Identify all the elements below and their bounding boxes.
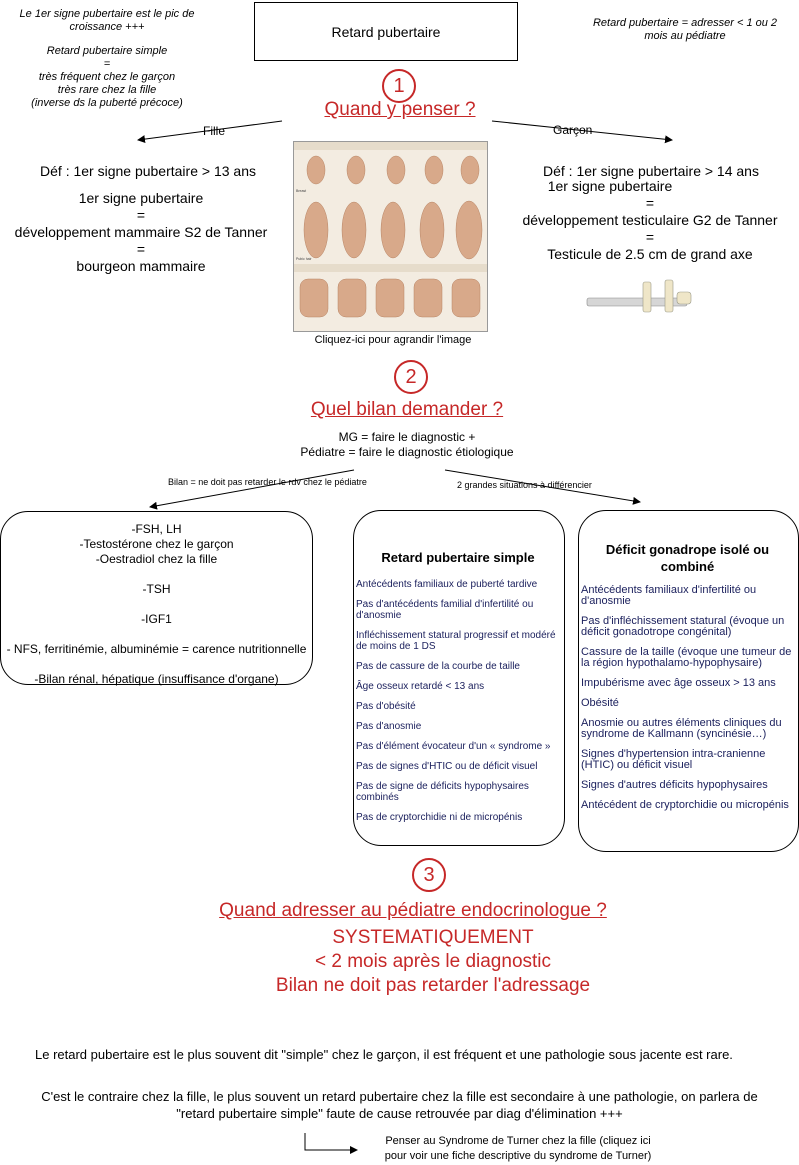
simple-item: Pas d'antécédents familial d'infertilité… xyxy=(356,599,534,621)
label-fille: Fille xyxy=(203,124,226,138)
bilan-item: - NFS, ferritinémie, albuminémie = caren… xyxy=(6,642,307,656)
footer-paragraph-1: Le retard pubertaire est le plus souvent… xyxy=(35,1047,733,1062)
step-number-1: 1 xyxy=(382,69,416,103)
simple-box: Retard pubertaire simple Antécédents fam… xyxy=(353,510,565,846)
left-note-line: très fréquent chez le garçon xyxy=(38,71,176,83)
tanner-illustration: Breast Pubic hair xyxy=(294,142,487,318)
simple-item: Pas de signes d'HTIC ou de déficit visue… xyxy=(356,761,538,772)
section3-lines: SYSTEMATIQUEMENT < 2 mois après le diagn… xyxy=(150,926,716,998)
bilan-item: -Oestradiol chez la fille xyxy=(95,552,218,566)
image-caption-link[interactable]: Cliquez-ici pour agrandir l'image xyxy=(314,334,472,346)
deficit-item: Anosmie ou autres éléments cliniques du … xyxy=(581,717,782,740)
deficit-title: Déficit gonadrope isolé ou combiné xyxy=(605,542,770,574)
garcon-line: développement testiculaire G2 de Tanner xyxy=(522,212,778,228)
bilan-item: -IGF1 xyxy=(141,612,172,626)
turner-line: pour voir une fiche descriptive du syndr… xyxy=(384,1150,652,1162)
right-note: Retard pubertaire = adresser < 1 ou 2 mo… xyxy=(592,17,778,42)
garcon-line: = xyxy=(645,229,655,245)
subtitle-line: Pédiatre = faire le diagnostic étiologiq… xyxy=(300,445,514,459)
simple-item: Pas d'anosmie xyxy=(356,721,422,732)
section1-title: Quand y penser ? xyxy=(324,99,476,120)
bilan-box: -FSH, LH -Testostérone chez le garçon -O… xyxy=(0,511,313,686)
section2-title: Quel bilan demander ? xyxy=(310,399,504,420)
left-note-line: = xyxy=(103,58,111,70)
simple-item: Âge osseux retardé < 13 ans xyxy=(356,681,485,692)
left-note-line: très rare chez la fille xyxy=(57,84,157,96)
left-note-pic: Le 1er signe pubertaire est le pic de cr… xyxy=(19,8,195,33)
section3-line: < 2 mois après le diagnostic xyxy=(314,951,552,972)
fille-signs: 1er signe pubertaire = développement mam… xyxy=(0,190,282,275)
bilan-item: -FSH, LH xyxy=(131,522,182,536)
footer-paragraph-2: C'est le contraire chez la fille, le plu… xyxy=(0,1088,799,1122)
garcon-line: = xyxy=(645,195,655,211)
simple-title: Retard pubertaire simple xyxy=(381,550,535,565)
fille-line: 1er signe pubertaire xyxy=(78,190,204,206)
right-arrow-label: 2 grandes situations à différencier xyxy=(457,480,592,490)
deficit-item: Impubérisme avec âge osseux > 13 ans xyxy=(581,677,776,689)
section2-subtitle: MG = faire le diagnostic + Pédiatre = fa… xyxy=(250,430,564,460)
turner-link[interactable]: Penser au Syndrome de Turner chez la fil… xyxy=(363,1134,673,1164)
footer-line: C'est le contraire chez la fille, le plu… xyxy=(41,1089,758,1104)
fille-line: bourgeon mammaire xyxy=(76,258,206,274)
simple-item: Pas d'élément évocateur d'un « syndrome … xyxy=(356,741,551,752)
left-note-simple: Retard pubertaire simple = très fréquent… xyxy=(0,45,214,110)
simple-item: Pas d'obésité xyxy=(356,701,416,712)
garcon-definition: Déf : 1er signe pubertaire > 14 ans xyxy=(543,163,759,179)
left-arrow-label: Bilan = ne doit pas retarder le rdv chez… xyxy=(168,477,367,487)
deficit-item: Signes d'autres déficits hypophysaires xyxy=(581,779,768,791)
fille-line: développement mammaire S2 de Tanner xyxy=(14,224,268,240)
label-garcon: Garçon xyxy=(553,123,593,137)
simple-item: Pas de cassure de la courbe de taille xyxy=(356,661,520,672)
simple-item: Pas de cryptorchidie ni de micropénis xyxy=(356,812,523,823)
orchidometer-image xyxy=(585,278,698,316)
fille-line: = xyxy=(136,207,146,223)
page-title: Retard pubertaire xyxy=(254,2,518,61)
page-title-text: Retard pubertaire xyxy=(331,23,441,40)
section3-title: Quand adresser au pédiatre endocrinologu… xyxy=(219,900,607,921)
bilan-item: -TSH xyxy=(142,582,171,596)
tanner-stages-image[interactable]: Breast Pubic hair xyxy=(293,141,488,332)
deficit-box: Déficit gonadrope isolé ou combiné Antéc… xyxy=(578,510,799,852)
deficit-item: Signes d'hypertension intra-cranienne (H… xyxy=(581,748,766,771)
fille-definition: Déf : 1er signe pubertaire > 13 ans xyxy=(40,163,256,179)
turner-line: Penser au Syndrome de Turner chez la fil… xyxy=(385,1135,651,1147)
simple-item: Infléchissement statural progressif et m… xyxy=(356,630,556,652)
section3-line: Bilan ne doit pas retarder l'adressage xyxy=(275,975,591,996)
simple-item: Pas de signe de déficits hypophysaires c… xyxy=(356,781,529,803)
left-note-line: Retard pubertaire simple xyxy=(46,45,168,57)
orchidometer-icon xyxy=(586,279,692,313)
subtitle-line: MG = faire le diagnostic + xyxy=(338,430,476,444)
deficit-item: Cassure de la taille (évoque une tumeur … xyxy=(581,646,792,669)
footer-line: "retard pubertaire simple" faute de caus… xyxy=(176,1106,623,1121)
simple-item: Antécédents familiaux de puberté tardive xyxy=(356,579,538,590)
step-number-3: 3 xyxy=(412,858,446,892)
tanner-row-label: Pubic hair xyxy=(296,257,312,261)
left-note-line: (inverse ds la puberté précoce) xyxy=(31,97,183,109)
garcon-line: Testicule de 2.5 cm de grand axe xyxy=(547,246,753,262)
step-number-2: 2 xyxy=(394,360,428,394)
deficit-item: Obésité xyxy=(581,697,619,709)
fille-line: = xyxy=(136,241,146,257)
deficit-item: Antécédent de cryptorchidie ou micropéni… xyxy=(581,799,789,811)
deficit-item: Pas d'infléchissement statural (évoque u… xyxy=(581,615,785,638)
garcon-signs: 1er signe pubertaire = développement tes… xyxy=(505,178,795,263)
section3-line: SYSTEMATIQUEMENT xyxy=(332,927,534,948)
deficit-item: Antécédents familiaux d'infertilité ou d… xyxy=(581,584,757,607)
bilan-item: -Testostérone chez le garçon xyxy=(79,537,234,551)
bilan-item: -Bilan rénal, hépatique (insuffisance d'… xyxy=(34,672,279,686)
tanner-row-label: Breast xyxy=(296,189,306,193)
garcon-line: 1er signe pubertaire xyxy=(547,178,673,194)
